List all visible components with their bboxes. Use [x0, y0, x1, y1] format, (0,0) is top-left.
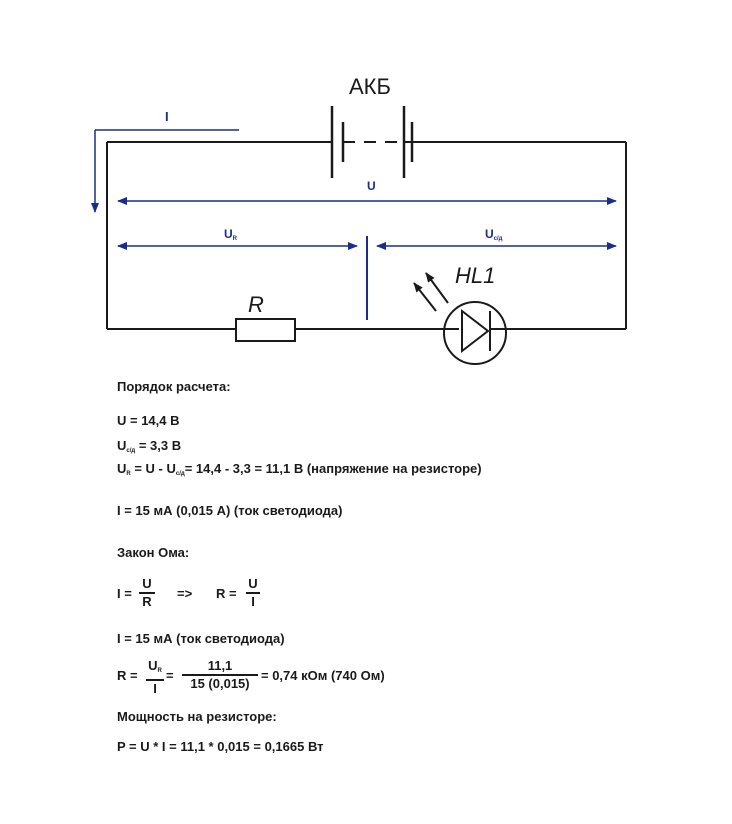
- voltage-resistor-main: U: [224, 227, 233, 241]
- led-symbol: [443, 301, 507, 365]
- ucd-symbol: U: [117, 438, 127, 453]
- voltage-arrows: [117, 197, 617, 320]
- calc-line-i: I = 15 мА (0,015 А) (ток светодиода): [117, 503, 343, 518]
- ucd-value: = 3,3 В: [135, 438, 182, 453]
- power-line: P = U * I = 11,1 * 0,015 = 0,1665 Вт: [117, 739, 324, 754]
- r-denominator-2: 15 (0,015): [182, 674, 258, 692]
- voltage-led-label: Uс/д: [485, 227, 503, 242]
- ur-mid: = U - U: [130, 461, 176, 476]
- voltage-resistor-label: UR: [224, 227, 238, 242]
- ohm-i-fraction: U R: [139, 576, 155, 610]
- circuit-wires: [106, 141, 627, 330]
- r-fraction-2: 11,1 15 (0,015): [182, 658, 258, 692]
- r-denominator-1: I: [146, 679, 164, 697]
- ohm-i-numerator: U: [142, 576, 152, 591]
- current-arrow: [91, 129, 239, 213]
- voltage-led-main: U: [485, 227, 494, 241]
- led-label: HL1: [455, 263, 495, 288]
- calc-heading: Порядок расчета:: [117, 379, 231, 394]
- power-heading: Мощность на резисторе:: [117, 709, 277, 724]
- ohm-i-denominator: R: [139, 592, 155, 610]
- ohm-r-denominator: I: [246, 592, 260, 610]
- r-fraction-1: UR I: [146, 658, 164, 697]
- ur-value: = 14,4 - 3,3 = 11,1 В (напряжение на рез…: [184, 461, 482, 476]
- calc-line-u: U = 14,4 В: [117, 413, 180, 428]
- r-equals: =: [166, 668, 174, 683]
- ohm-arrow: =>: [177, 586, 193, 601]
- ur-symbol: U: [117, 461, 127, 476]
- r-num1-subscript: R: [157, 668, 162, 674]
- r-prefix: R =: [117, 668, 138, 683]
- ucd-subscript: с/д: [126, 448, 136, 454]
- r-numerator-2: 11,1: [207, 658, 233, 673]
- r-num1-symbol: U: [148, 658, 158, 673]
- resistor-symbol: [235, 318, 296, 342]
- ohm-r-prefix: R =: [216, 586, 237, 601]
- battery-symbol: [330, 106, 414, 178]
- voltage-total-label: U: [367, 179, 376, 193]
- r-numerator-1: UR: [146, 658, 164, 679]
- voltage-resistor-sub: R: [233, 236, 238, 242]
- ohm-r-fraction: U I: [246, 576, 260, 610]
- voltage-led-sub: с/д: [494, 236, 503, 242]
- calc-line-ur: UR = U - Uс/д= 14,4 - 3,3 = 11,1 В (напр…: [117, 461, 482, 482]
- calc-line-i2: I = 15 мА (ток светодиода): [117, 631, 285, 646]
- led-light-arrows: [413, 272, 449, 312]
- calc-line-ucd: Uс/д = 3,3 В: [117, 438, 181, 459]
- current-label: I: [165, 109, 169, 124]
- ohm-i-prefix: I =: [117, 586, 132, 601]
- ur-subscript-2: с/д: [175, 471, 185, 477]
- resistor-label: R: [248, 292, 264, 317]
- battery-label: АКБ: [349, 74, 391, 99]
- ohm-heading: Закон Ома:: [117, 545, 190, 560]
- ohm-r-numerator: U: [248, 576, 258, 591]
- r-result: = 0,74 кОм (740 Ом): [261, 668, 385, 683]
- ur-subscript: R: [126, 471, 131, 477]
